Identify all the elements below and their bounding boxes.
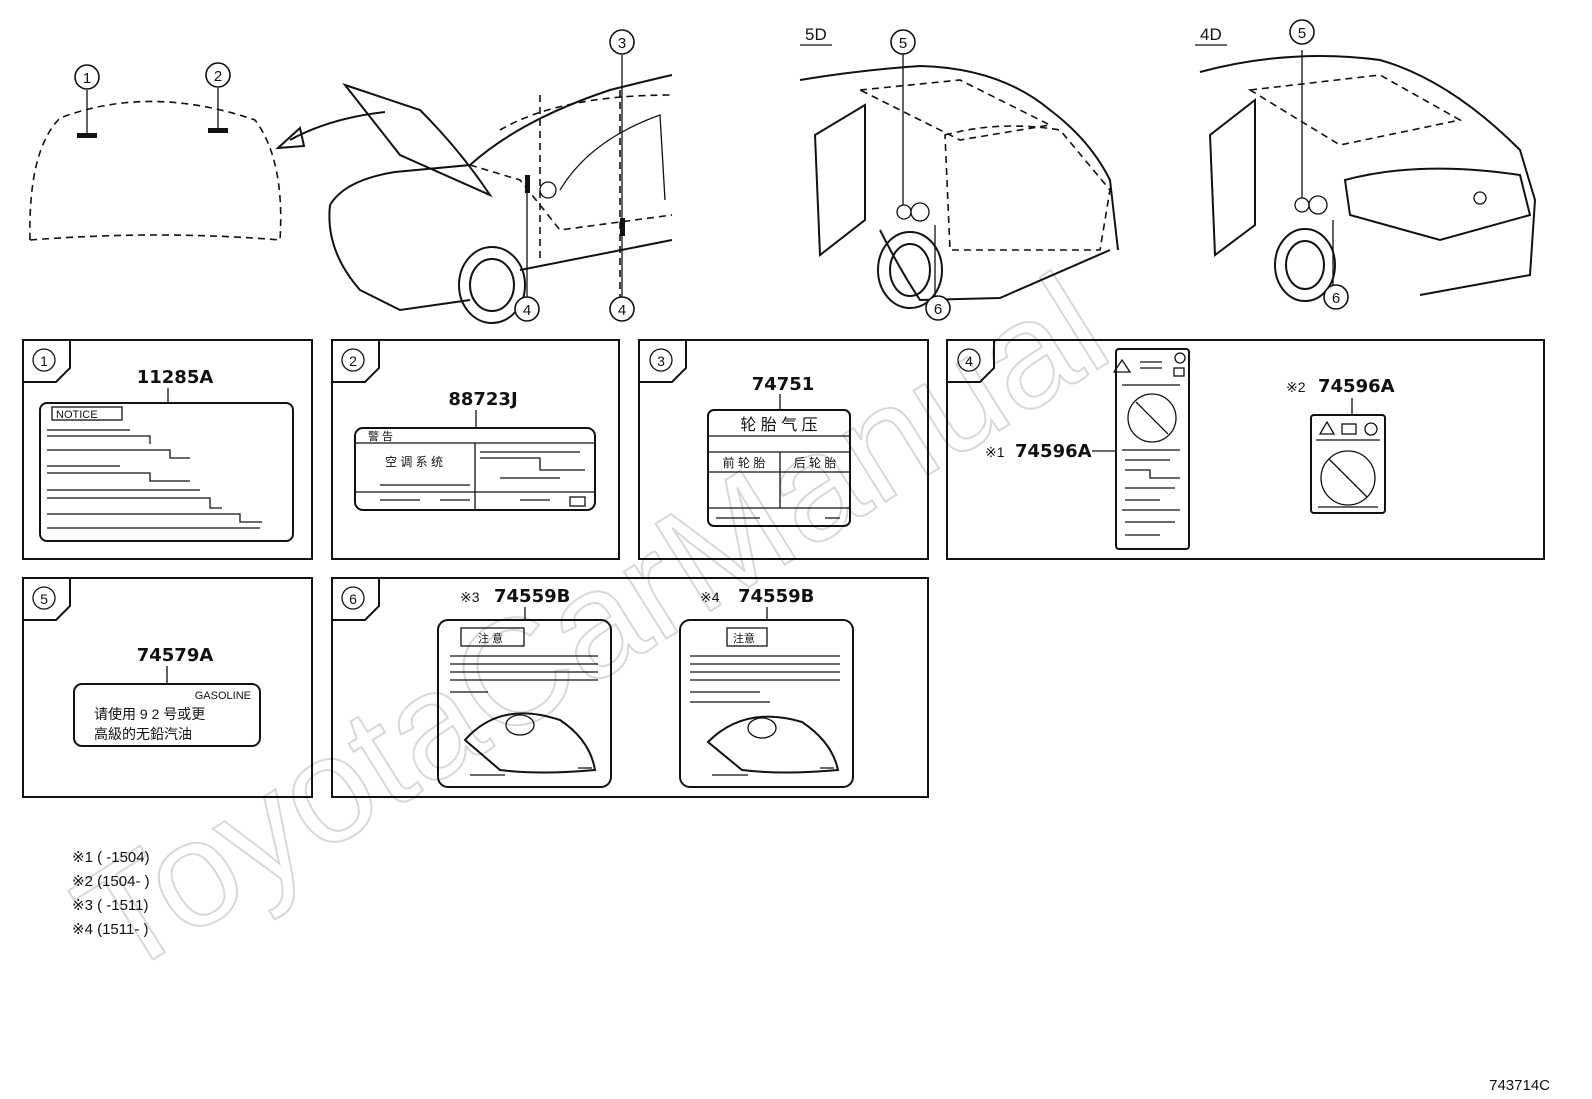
footnote-4: ※4 (1511- ) (72, 921, 149, 938)
front-car-illustration (328, 55, 673, 324)
panel-6-number: 6 (349, 591, 357, 607)
panel-2-warning-title: 警 告 (368, 429, 393, 443)
panel-6-mark-4: ※4 (700, 589, 720, 605)
view-label-4d: 4D (1200, 25, 1222, 44)
callout-5a: 5 (899, 35, 907, 52)
callout-6a: 6 (934, 301, 942, 318)
callout-2: 2 (214, 68, 222, 85)
panel-4-mark-2: ※2 (1286, 379, 1306, 395)
top-callouts: 1 2 3 4 4 5 5 6 6 (74, 19, 1349, 322)
panel-5-fuel-type: GASOLINE (195, 690, 251, 702)
panel-4-part-number-2: 74596A (1318, 376, 1395, 397)
hood-illustration (29, 88, 282, 241)
panel-6-part-number-3: 74559B (494, 586, 570, 607)
panel-6: 6 ※3 74559B 注 意 ※4 74559B 注意 (331, 577, 929, 798)
callout-4b: 4 (618, 302, 626, 319)
view-label-5d: 5D (805, 25, 827, 44)
panel-3: 3 74751 轮 胎 气 压 前 轮 胎 后 轮 胎 (638, 339, 929, 560)
callout-1: 1 (83, 70, 91, 87)
panel-1: 1 11285A NOTICE (22, 339, 313, 560)
callout-6b: 6 (1332, 290, 1340, 307)
panel-4-part-number-1: 74596A (1015, 441, 1092, 462)
panel-1-number: 1 (40, 353, 48, 369)
panel-2-number: 2 (349, 353, 357, 369)
callout-5b: 5 (1298, 25, 1306, 42)
panel-5-number: 5 (40, 591, 48, 607)
panel-4-number: 4 (965, 353, 973, 369)
panel-4-mark-1: ※1 (985, 444, 1005, 460)
hatchback-rear-illustration (799, 52, 1119, 309)
footnotes: ※1 ( -1504) ※2 (1504- ) ※3 ( -1511) ※4 (… (72, 849, 150, 938)
panel-3-front-tire: 前 轮 胎 (723, 455, 766, 470)
figure-code: 743714C (1489, 1077, 1550, 1094)
sedan-rear-illustration (1199, 50, 1537, 302)
panel-2-part-number: 88723J (448, 389, 517, 410)
footnote-2: ※2 (1504- ) (72, 873, 150, 890)
callout-3: 3 (618, 35, 626, 52)
panel-5-part-number: 74579A (137, 645, 214, 666)
panel-2-system-label: 空 调 系 统 (385, 455, 443, 469)
panel-5: 5 74579A GASOLINE 请使用 9 2 号或更 高級的无鉛汽油 (22, 577, 313, 798)
panel-3-title: 轮 胎 气 压 (740, 416, 817, 434)
panel-6-title-3: 注 意 (478, 631, 503, 645)
panel-2: 2 88723J 警 告 空 调 系 统 (331, 339, 620, 560)
panel-1-part-number: 11285A (137, 367, 214, 388)
panel-6-part-number-4: 74559B (738, 586, 814, 607)
panel-3-number: 3 (657, 353, 665, 369)
footnote-3: ※3 ( -1511) (72, 897, 149, 914)
callout-4a: 4 (523, 302, 531, 319)
footnote-1: ※1 ( -1504) (72, 849, 150, 866)
panel-1-notice: NOTICE (56, 409, 98, 421)
panel-5-line-2: 高級的无鉛汽油 (94, 726, 192, 742)
panel-6-title-4: 注意 (733, 631, 755, 645)
panel-5-line-1: 请使用 9 2 号或更 (94, 706, 205, 722)
panel-6-mark-3: ※3 (460, 589, 480, 605)
panel-3-rear-tire: 后 轮 胎 (794, 456, 837, 470)
panel-4: 4 ※1 74596A ※2 74596A (946, 339, 1545, 560)
panel-3-part-number: 74751 (752, 374, 815, 395)
